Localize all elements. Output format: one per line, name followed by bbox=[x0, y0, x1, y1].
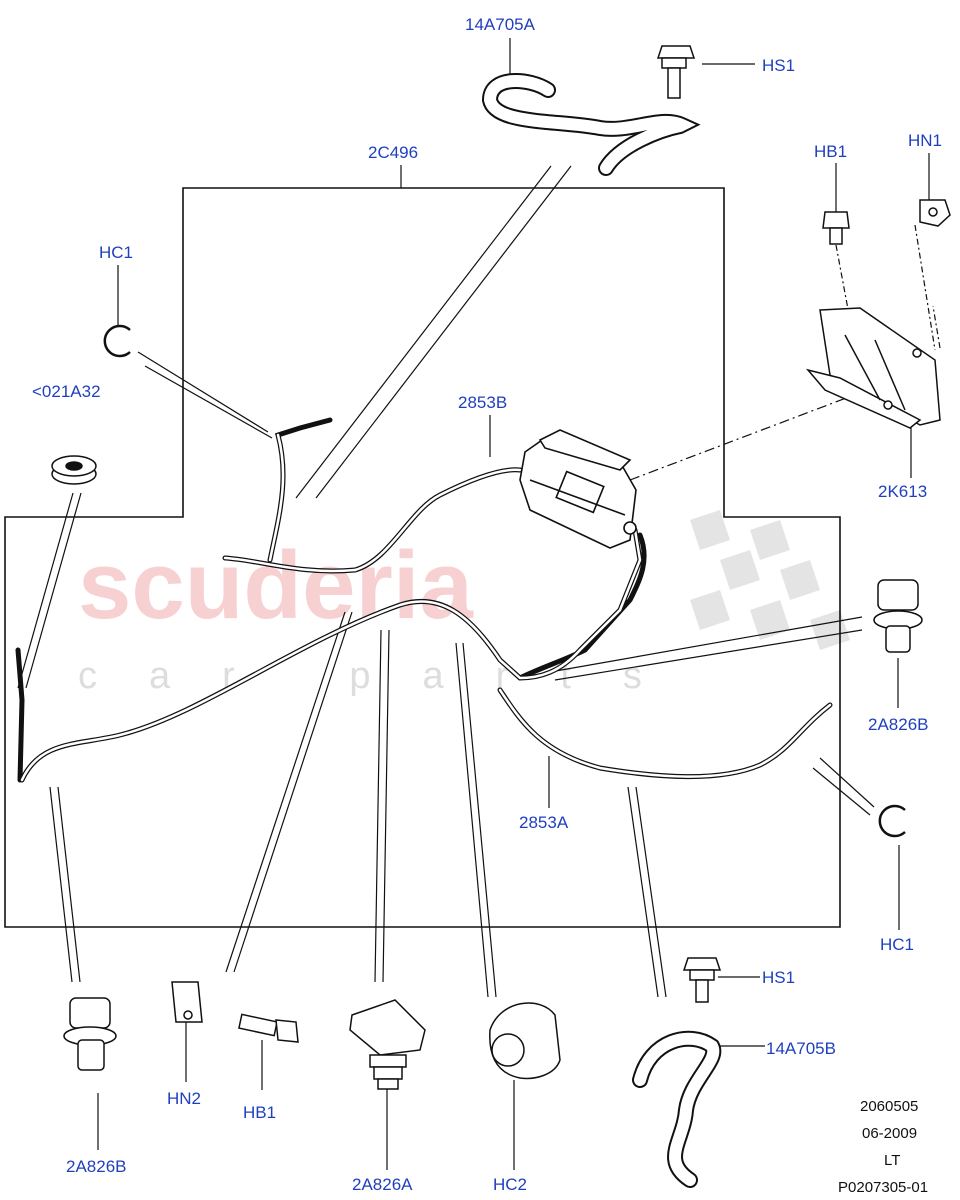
label-hose-top: 14A705A bbox=[465, 15, 536, 34]
hose-bottom-inner bbox=[634, 1032, 720, 1186]
label-grommet: <021A32 bbox=[32, 382, 101, 401]
label-clip-right: HC1 bbox=[880, 935, 914, 954]
label-bolt-bracket: HB1 bbox=[814, 142, 847, 161]
bolt-bracket-icon bbox=[822, 211, 850, 245]
hose-top-inner bbox=[483, 75, 696, 174]
label-bracket: 2K613 bbox=[878, 482, 927, 501]
label-clip-right-upper: 2A826B bbox=[868, 715, 929, 734]
label-module: 2853B bbox=[458, 393, 507, 412]
label-bolt-bottom-mid: HB1 bbox=[243, 1103, 276, 1122]
label-clip-bottom-mid: 2A826A bbox=[352, 1175, 413, 1194]
leader-lines bbox=[17, 38, 941, 1170]
grommet-icon bbox=[51, 455, 97, 485]
ref-type: LT bbox=[884, 1152, 900, 1169]
ref-part: P0207305-01 bbox=[838, 1179, 928, 1196]
watermark-main: scuderia bbox=[78, 532, 473, 639]
mounting-bracket bbox=[805, 307, 941, 429]
checker-flag-icon bbox=[690, 510, 850, 650]
reference-block: 2060505 06-2009 LT P0207305-01 bbox=[838, 1098, 928, 1196]
label-clip-bottom-right: HC2 bbox=[493, 1175, 527, 1194]
label-hose-bottom: 14A705B bbox=[766, 1039, 836, 1058]
bolt-top-icon bbox=[656, 45, 696, 99]
watermark: scuderia car parts bbox=[78, 510, 850, 697]
ref-code: 2060505 bbox=[860, 1098, 918, 1115]
bolt-bottom-icon bbox=[682, 957, 722, 1003]
nut-bracket-icon bbox=[919, 199, 951, 227]
watermark-sub: car parts bbox=[78, 655, 694, 697]
label-bolt-top: HS1 bbox=[762, 56, 795, 75]
label-bolt-bottom: HS1 bbox=[762, 968, 795, 987]
label-nut-bracket: HN1 bbox=[908, 131, 942, 150]
label-cable-main: 2C496 bbox=[368, 143, 418, 162]
floor-outline bbox=[4, 187, 841, 928]
label-clip-left: HC1 bbox=[99, 243, 133, 262]
push-clip-bottom-mid-icon bbox=[349, 999, 426, 1090]
push-clip-bottom-left-icon bbox=[63, 997, 117, 1071]
bolt-bottom-mid-icon bbox=[238, 1013, 299, 1043]
label-clip-bottom-left: 2A826B bbox=[66, 1157, 127, 1176]
c-clip-right-icon bbox=[878, 804, 906, 838]
ref-date: 06-2009 bbox=[862, 1125, 917, 1142]
brake-module bbox=[519, 429, 637, 549]
label-nut-bottom: HN2 bbox=[167, 1089, 201, 1108]
c-clip-left-icon bbox=[103, 324, 131, 358]
cable-highlight bbox=[20, 433, 832, 782]
label-cable-right: 2853A bbox=[519, 813, 569, 832]
nut-bottom-icon bbox=[171, 981, 203, 1023]
push-clip-right-icon bbox=[873, 579, 923, 653]
labels: 14A705A HS1 2C496 HB1 HN1 HC1 <021A32 28… bbox=[32, 15, 942, 1194]
cable-clip-bottom-right-icon bbox=[489, 1002, 561, 1080]
